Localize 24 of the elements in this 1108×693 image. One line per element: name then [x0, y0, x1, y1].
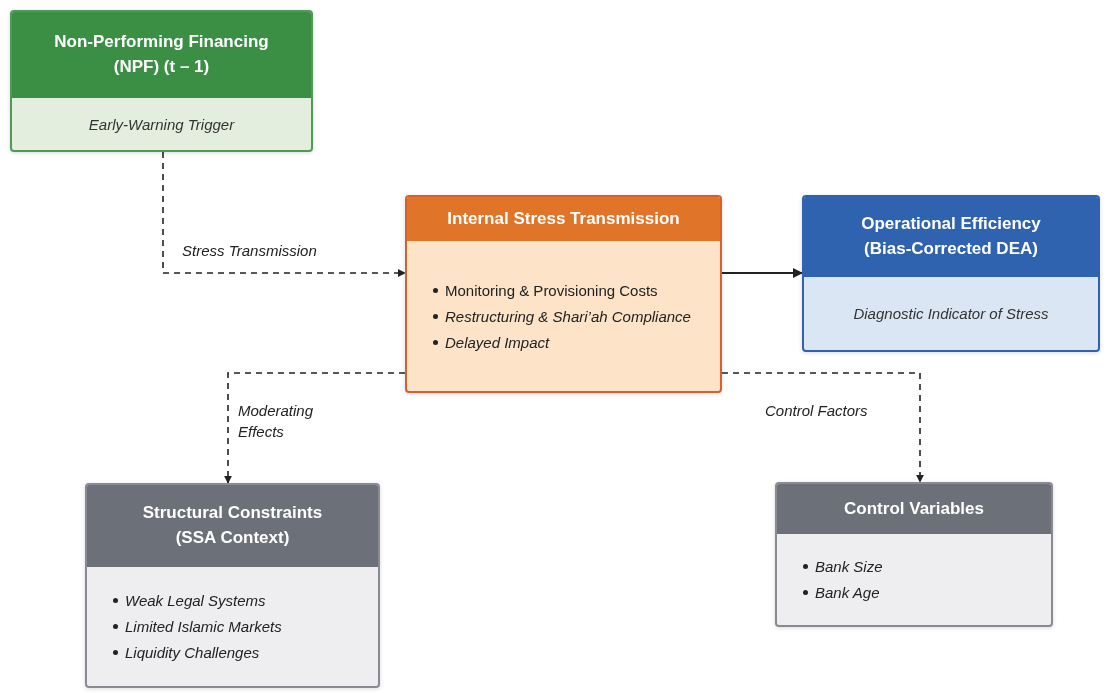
arrow — [162, 151, 406, 277]
box-subtitle: Diagnostic Indicator of Stress — [852, 304, 1050, 324]
box-header: Control Variables — [777, 484, 1051, 534]
box-subtitle: Early-Warning Trigger — [87, 114, 236, 135]
list-item: Bank Age — [815, 584, 880, 601]
box-header: Internal Stress Transmission — [407, 197, 720, 241]
list-item: Limited Islamic Markets — [125, 618, 282, 635]
list-item: Weak Legal Systems — [125, 592, 266, 609]
box-header: Operational Efficiency (Bias-Corrected DEA) — [804, 197, 1098, 277]
process-box — [405, 195, 722, 393]
process-box — [85, 483, 380, 688]
list-item: Bank Size — [815, 558, 883, 575]
arrow — [721, 268, 803, 278]
list-item: Restructuring & Shari’ah Compliance — [445, 307, 691, 325]
list-item: Delayed Impact — [445, 333, 550, 351]
list-item: Monitoring & Provisioning Costs — [445, 281, 658, 299]
arrow — [721, 372, 924, 483]
box-header: Structural Constraints (SSA Context) — [87, 485, 378, 567]
box-header: Non-Performing Financing (NPF) (t – 1) — [12, 12, 311, 98]
process-box — [802, 195, 1100, 352]
list-item: Liquidity Challenges — [125, 644, 260, 661]
arrow — [224, 372, 406, 484]
process-box — [775, 482, 1053, 627]
process-box — [10, 10, 313, 152]
